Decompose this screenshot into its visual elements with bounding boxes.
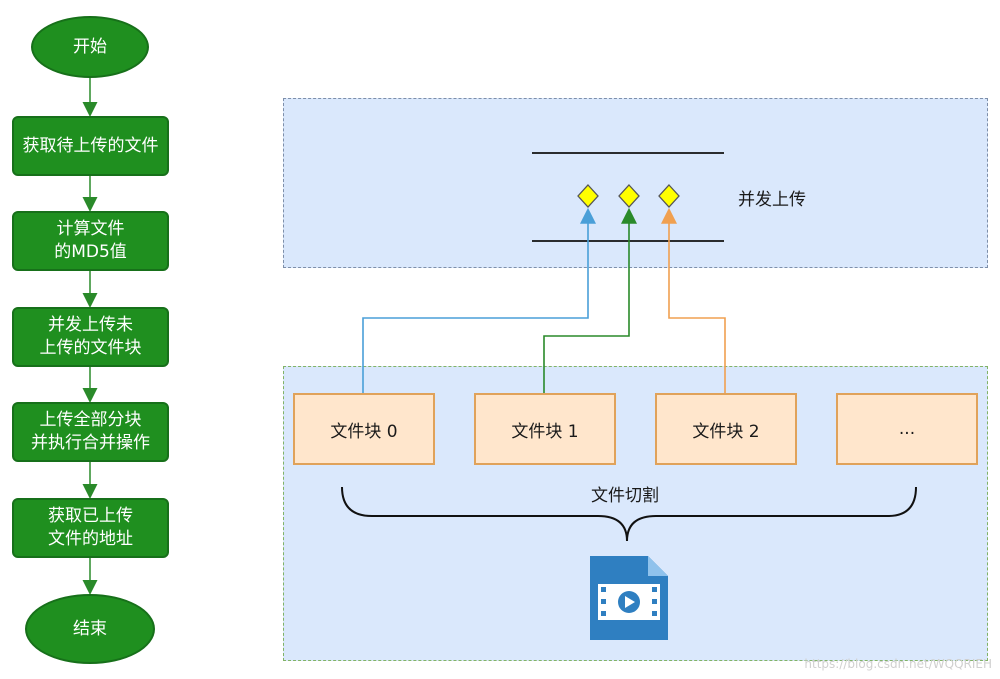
- connector-chunk-0: [362, 207, 596, 393]
- flow-step-compute-md5: 计算文件 的MD5值: [12, 211, 169, 271]
- upload-diamond-0: [577, 184, 599, 208]
- chunk-more: ...: [836, 393, 978, 465]
- flow-step-get-address: 获取已上传 文件的地址: [12, 498, 169, 558]
- chunk-1: 文件块 1: [474, 393, 616, 465]
- watermark: https://blog.csdn.net/WQQRIEH: [804, 657, 992, 671]
- flow-step-upload-chunks: 并发上传未 上传的文件块: [12, 307, 169, 367]
- upload-diamond-2: [658, 184, 680, 208]
- connector-chunk-1: [543, 207, 637, 393]
- connector-chunk-2: [661, 207, 726, 393]
- upload-panel-label: 并发上传: [738, 190, 806, 210]
- video-file-icon: [590, 556, 668, 640]
- chunk-2: 文件块 2: [655, 393, 797, 465]
- flow-step-get-file: 获取待上传的文件: [12, 116, 169, 176]
- split-label: 文件切割: [591, 486, 659, 506]
- flow-end-node: 结束: [25, 594, 155, 664]
- upload-panel: [283, 98, 988, 268]
- upload-diamond-1: [618, 184, 640, 208]
- flow-step-merge: 上传全部分块 并执行合并操作: [12, 402, 169, 462]
- flow-start-node: 开始: [31, 16, 149, 78]
- split-brace: [341, 486, 917, 542]
- chunk-0: 文件块 0: [293, 393, 435, 465]
